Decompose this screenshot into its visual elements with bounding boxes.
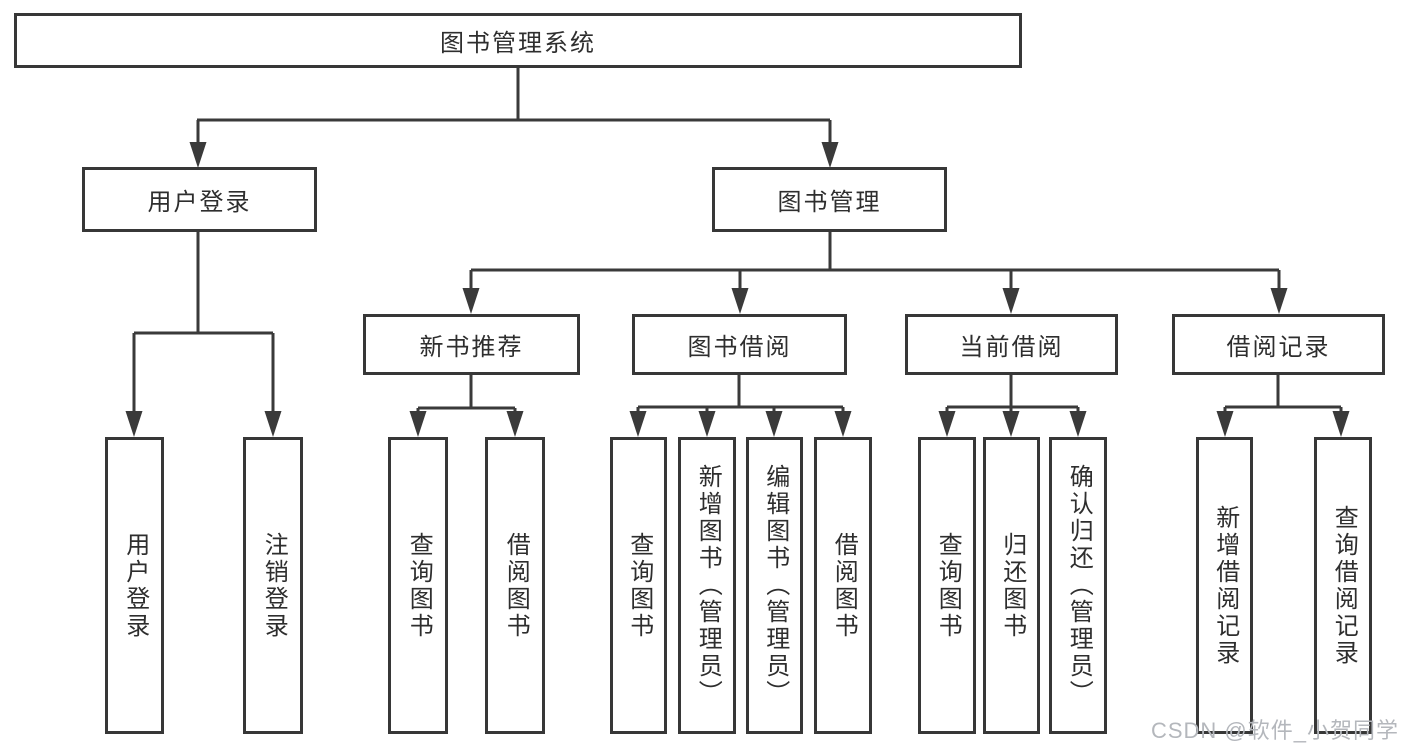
leaf-current-return-books: 归还图书 [983,437,1040,734]
node-library-system: 图书管理系统 [14,13,1022,68]
leaf-newbooks-query-books: 查询图书 [388,437,448,734]
leaf-logout: 注销登录 [243,437,303,734]
leaf-borrowing-borrow-books: 借阅图书 [814,437,872,734]
leaf-records-add-record: 新增借阅记录 [1196,437,1253,734]
leaf-borrowing-edit-books-admin: 编辑图书（管理员） [746,437,803,734]
leaf-borrowing-add-books-admin: 新增图书（管理员） [678,437,736,734]
node-borrowing-records: 借阅记录 [1172,314,1385,375]
leaf-newbooks-borrow-books: 借阅图书 [485,437,545,734]
connector-segments [132,68,1343,413]
node-user-login: 用户登录 [82,167,317,232]
arrowhead-icons [125,142,1350,437]
leaf-borrowing-query-books: 查询图书 [610,437,667,734]
node-book-management: 图书管理 [712,167,947,232]
leaf-current-query-books: 查询图书 [918,437,976,734]
watermark-text: CSDN @软件_小贺同学 [1150,718,1399,743]
leaf-current-confirm-return-admin: 确认归还（管理员） [1049,437,1107,734]
leaf-records-query-record: 查询借阅记录 [1314,437,1372,734]
node-new-book-recommend: 新书推荐 [363,314,580,375]
node-book-borrowing: 图书借阅 [632,314,847,375]
leaf-user-login: 用户登录 [105,437,164,734]
node-current-borrowing: 当前借阅 [905,314,1118,375]
